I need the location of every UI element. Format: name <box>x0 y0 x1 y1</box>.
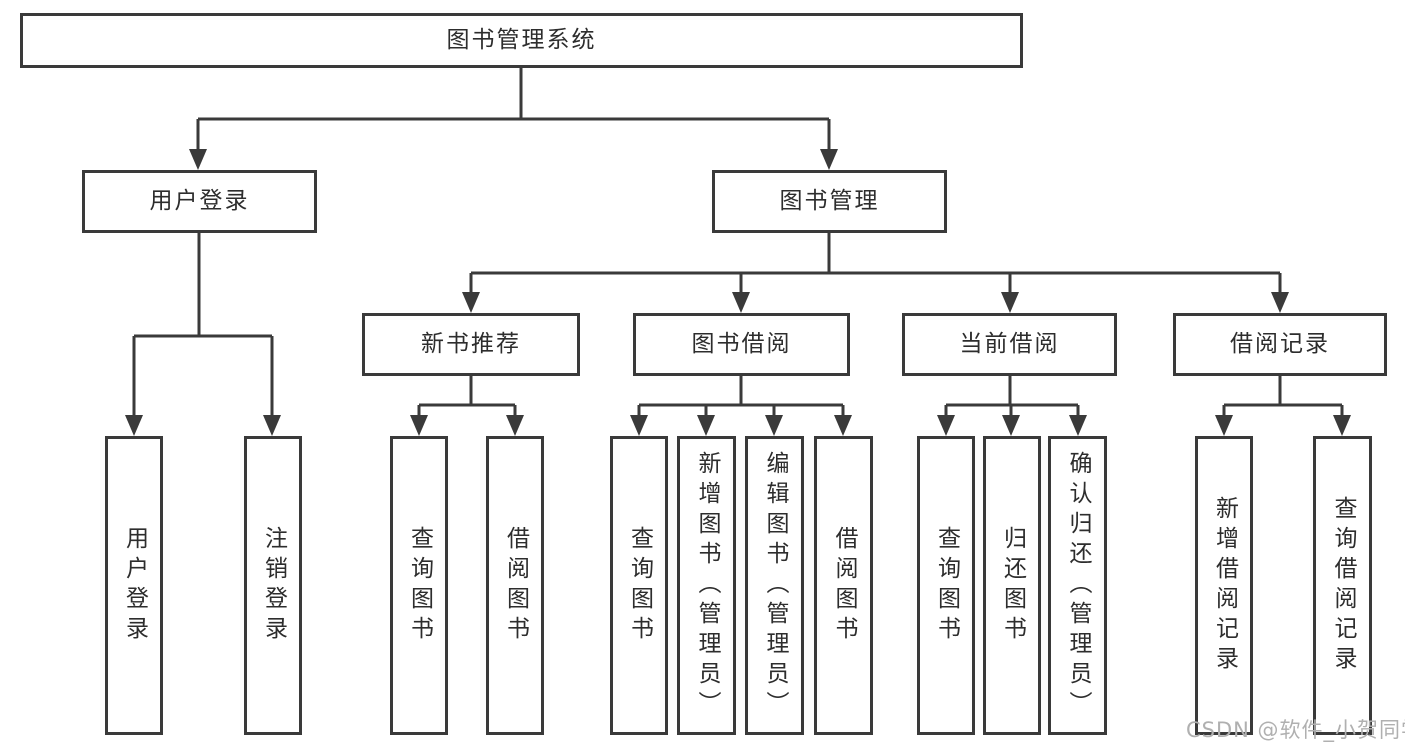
arrow-icon <box>1271 292 1289 313</box>
leaf-add-books-admin: 新增图书（管理员） <box>677 436 736 735</box>
arrow-icon <box>630 415 648 436</box>
node-label: 借阅记录 <box>1230 331 1330 357</box>
leaf-query-borrow-record: 查询借阅记录 <box>1313 436 1372 735</box>
leaf-logout: 注销登录 <box>244 436 302 735</box>
leaf-add-borrow-record: 新增借阅记录 <box>1195 436 1253 735</box>
node-label: 新书推荐 <box>421 331 521 357</box>
leaf-return-books: 归还图书 <box>983 436 1041 735</box>
node-book-borrow: 图书借阅 <box>633 313 850 376</box>
leaf-confirm-return-admin: 确认归还（管理员） <box>1048 436 1107 735</box>
node-label: 图书借阅 <box>691 331 792 357</box>
node-label: 查询图书 <box>406 525 433 646</box>
leaf-borrow-books-recommend: 借阅图书 <box>486 436 544 735</box>
node-borrow-records: 借阅记录 <box>1173 313 1387 376</box>
node-label: 注销登录 <box>260 525 287 646</box>
leaf-user-login: 用户登录 <box>105 436 163 735</box>
node-label: 当前借阅 <box>959 331 1060 357</box>
node-label: 新增借阅记录 <box>1211 495 1238 676</box>
node-label: 借阅图书 <box>502 525 529 646</box>
node-label: 查询图书 <box>626 525 653 646</box>
node-book-management: 图书管理 <box>712 170 947 233</box>
node-label: 查询图书 <box>933 525 960 646</box>
node-label: 图书管理 <box>779 188 880 214</box>
arrow-icon <box>1069 415 1087 436</box>
node-label: 借阅图书 <box>831 525 857 646</box>
arrow-icon <box>462 292 480 313</box>
node-new-book-recommend: 新书推荐 <box>362 313 580 376</box>
leaf-query-books-recommend: 查询图书 <box>390 436 448 735</box>
arrow-icon <box>506 415 524 436</box>
csdn-watermark: CSDN @软件_小贺同学 <box>1186 718 1405 742</box>
arrow-icon <box>937 415 955 436</box>
arrow-icon <box>1001 292 1019 313</box>
arrow-icon <box>697 415 715 436</box>
node-label: 编辑图书（管理员） <box>762 450 788 721</box>
leaf-borrow-books: 借阅图书 <box>814 436 873 735</box>
arrow-icon <box>834 415 852 436</box>
node-label: 图书管理系统 <box>446 27 597 53</box>
leaf-query-books-borrow: 查询图书 <box>610 436 668 735</box>
node-current-borrow: 当前借阅 <box>902 313 1117 376</box>
node-label: 归还图书 <box>999 525 1026 646</box>
arrow-icon <box>1215 415 1233 436</box>
leaf-edit-books-admin: 编辑图书（管理员） <box>745 436 804 735</box>
arrow-icon <box>732 292 750 313</box>
node-label: 查询借阅记录 <box>1330 495 1356 676</box>
node-user-login: 用户登录 <box>82 170 317 233</box>
node-root: 图书管理系统 <box>20 13 1023 68</box>
arrow-icon <box>125 415 143 436</box>
node-label: 用户登录 <box>121 525 148 646</box>
arrow-icon <box>1002 415 1020 436</box>
arrow-icon <box>263 415 281 436</box>
node-label: 用户登录 <box>149 188 250 214</box>
node-label: 新增图书（管理员） <box>694 450 720 721</box>
arrow-icon <box>1333 415 1351 436</box>
leaf-query-books-current: 查询图书 <box>917 436 975 735</box>
arrow-icon <box>765 415 783 436</box>
node-label: 确认归还（管理员） <box>1065 450 1091 721</box>
arrow-icon <box>820 149 838 170</box>
arrow-icon <box>410 415 428 436</box>
arrow-icon <box>189 149 207 170</box>
